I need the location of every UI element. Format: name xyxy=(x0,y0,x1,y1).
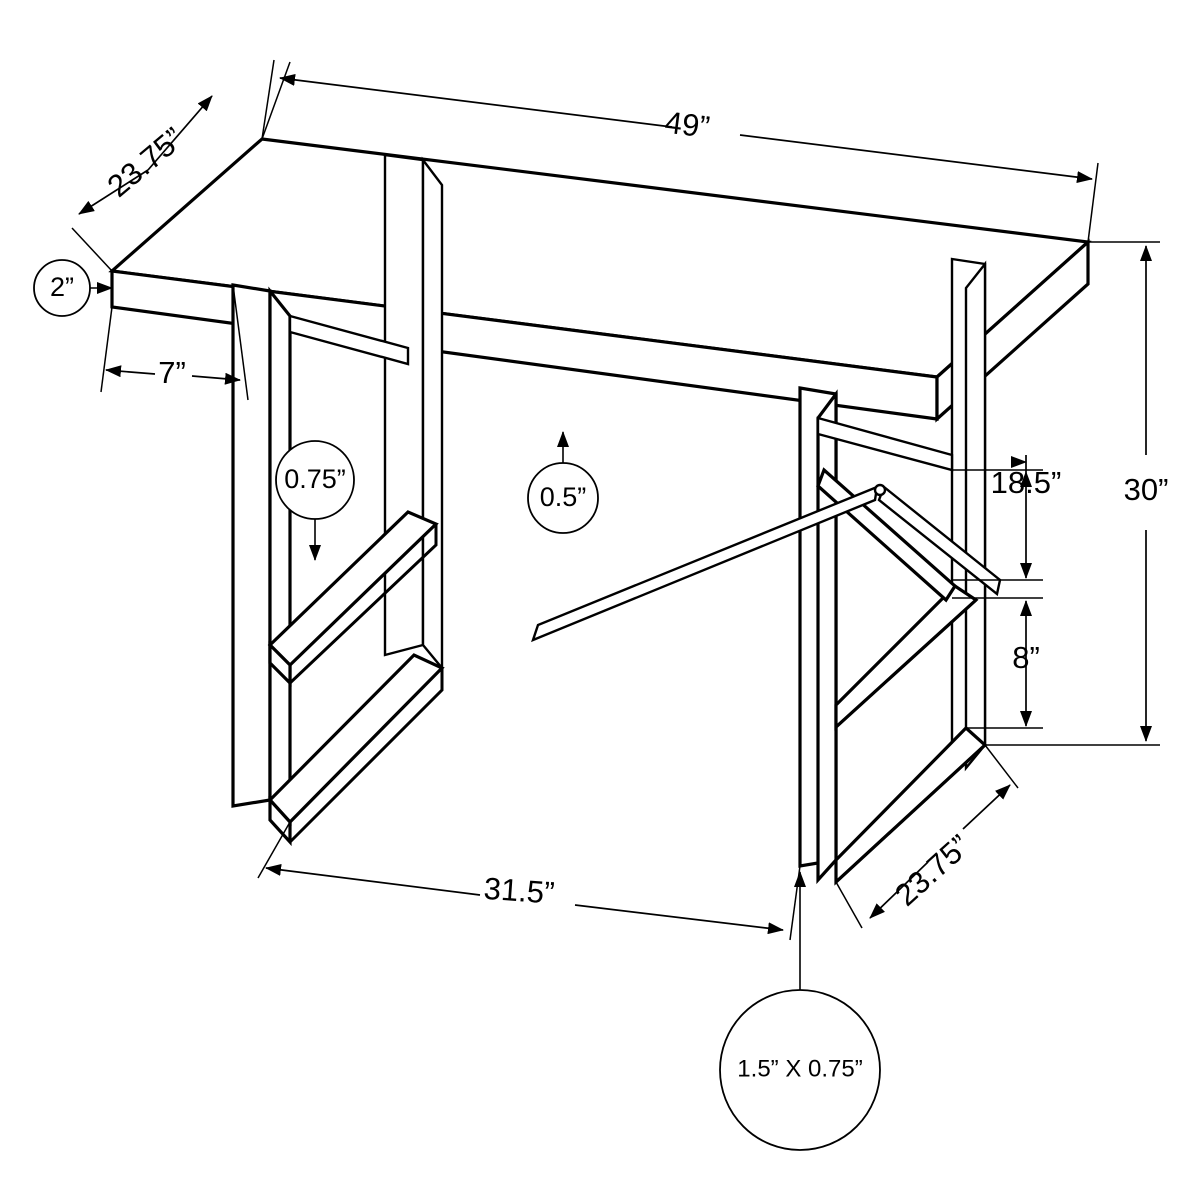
dim-width-right xyxy=(739,134,1093,184)
center-brace-left-arm xyxy=(531,485,879,643)
dim-label-width: 49” xyxy=(663,105,712,145)
left-frame-upper-rail xyxy=(288,314,410,366)
dim-overhang-right xyxy=(191,372,241,385)
ext-overhang-b xyxy=(232,284,249,401)
right-frame-mid-rail-edge xyxy=(834,598,978,729)
dim-label-lower-clearance: 8” xyxy=(1012,640,1040,675)
ext-base-depth-b xyxy=(984,744,1019,789)
left-frame-back-post-side xyxy=(421,156,444,672)
dim-depth-left-upper xyxy=(147,95,213,171)
dim-label-span: 31.5” xyxy=(483,871,556,911)
dim-label-upper-clearance: 18.5” xyxy=(991,465,1062,500)
ext-span-a xyxy=(257,821,291,879)
dim-label-frame-thickness: 0.75” xyxy=(284,464,346,494)
right-frame-bottom-rail-edge xyxy=(834,743,987,884)
right-frame-upper-rail xyxy=(816,416,954,472)
left-frame-bottom-rail-edge xyxy=(288,668,444,844)
ext-span-b xyxy=(789,865,801,941)
dim-label-brace-thickness: 0.5” xyxy=(540,482,587,512)
dim-label-post-section: 1.5” X 0.75” xyxy=(737,1055,862,1082)
dim-width-left xyxy=(279,73,673,128)
right-frame-back-post-side xyxy=(964,260,987,772)
right-frame-front-post-side xyxy=(816,389,838,885)
dim-label-total-height: 30” xyxy=(1124,472,1169,507)
ext-width-b xyxy=(1087,162,1099,243)
desk-model xyxy=(108,137,1092,886)
left-frame-back-post xyxy=(383,153,425,657)
left-frame-front-post xyxy=(231,283,272,808)
dim-label-depth-left: 23.75” xyxy=(101,121,191,204)
dim-depth-left-lower xyxy=(78,169,149,215)
left-frame-bottom-rail xyxy=(267,653,445,825)
dim-label-base-depth: 23.75” xyxy=(888,828,977,913)
dim-span-left xyxy=(265,863,481,896)
ext-width-a xyxy=(261,59,275,140)
dim-span-right xyxy=(574,904,784,935)
left-frame-mid-rail-edge xyxy=(288,524,438,685)
ext-overhang-a xyxy=(100,306,113,393)
dim-overhang-left xyxy=(105,365,156,378)
left-frame-front-post-side xyxy=(268,286,292,827)
dim-base-depth-upper xyxy=(962,784,1011,830)
ext-base-depth-a xyxy=(835,881,863,929)
center-brace-hub xyxy=(873,483,887,497)
ext-depth-left-a xyxy=(261,61,291,140)
dim-label-overhang: 7” xyxy=(158,355,186,390)
dim-label-thickness: 2” xyxy=(50,272,74,302)
dim-base-depth-lower xyxy=(869,861,929,919)
ext-depth-left-b xyxy=(71,227,113,272)
